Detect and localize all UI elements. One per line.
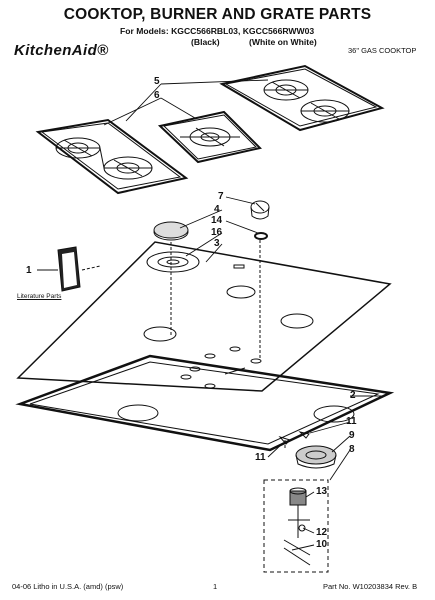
literature-parts-label: Literature Parts xyxy=(17,293,62,300)
callout-6: 6 xyxy=(154,90,160,101)
callout-9: 9 xyxy=(349,430,355,441)
burner-head xyxy=(146,251,200,273)
color-black-label: (Black) xyxy=(191,37,220,47)
literature-booklet xyxy=(57,246,81,292)
callout-7: 7 xyxy=(218,191,224,202)
callout-8: 8 xyxy=(349,444,355,455)
footer-part-number: Part No. W10203834 Rev. B xyxy=(323,582,418,591)
valve-assembly xyxy=(263,479,329,573)
callout-16: 16 xyxy=(211,227,223,238)
middle-grate xyxy=(157,110,262,164)
callout-12: 12 xyxy=(316,527,328,538)
callout-11-right: 11 xyxy=(346,416,357,427)
callout-13: 13 xyxy=(316,486,328,497)
callout-1: 1 xyxy=(26,265,32,276)
cooktop-gasket xyxy=(15,354,395,452)
footer-page-number: 1 xyxy=(213,582,218,591)
color-white-label: (White on White) xyxy=(249,37,317,47)
page-title: COOKTOP, BURNER AND GRATE PARTS xyxy=(63,6,372,23)
leader-lines xyxy=(37,79,384,551)
callout-2: 2 xyxy=(350,390,356,401)
callout-3: 3 xyxy=(214,238,220,249)
right-grate xyxy=(219,64,385,132)
screws xyxy=(278,431,310,445)
footer-litho: 04-06 Litho in U.S.A. (amd) (psw) xyxy=(12,582,124,591)
alignment-lines xyxy=(81,240,286,450)
control-knob xyxy=(250,200,270,240)
lower-burner xyxy=(295,445,337,469)
cooktop-surface xyxy=(16,241,392,423)
callout-14: 14 xyxy=(211,215,223,226)
model-numbers: For Models: KGCC566RBL03, KGCC566RWW03 xyxy=(120,26,315,36)
left-grate xyxy=(35,118,189,195)
callout-5: 5 xyxy=(154,76,160,87)
callout-4: 4 xyxy=(214,204,220,215)
cooktop-type-label: 36" GAS COOKTOP xyxy=(348,46,417,55)
brand-logo: KitchenAid® xyxy=(14,42,109,59)
callout-10: 10 xyxy=(316,539,328,550)
burner-cap xyxy=(153,221,189,241)
callout-11-left: 11 xyxy=(255,452,266,463)
